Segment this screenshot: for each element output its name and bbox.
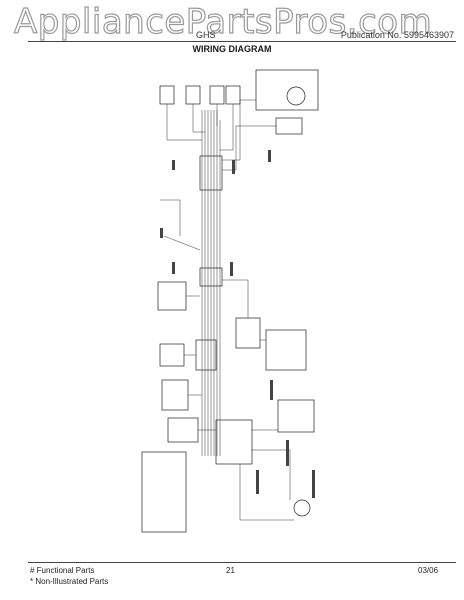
component-box: [167, 417, 199, 443]
wire: [160, 199, 181, 236]
component-box: [161, 379, 189, 411]
legend-table: [141, 451, 187, 533]
date-code: 03/06: [418, 566, 439, 575]
publication-number: 5995463907: [403, 30, 454, 40]
component-box: [277, 399, 315, 433]
publication-line: Publication No. 5995463907: [341, 30, 454, 40]
component-box: [235, 317, 261, 349]
component-box: [275, 117, 303, 135]
label-mark: [230, 262, 233, 276]
fan-symbol: [293, 499, 311, 517]
header-rule: [28, 41, 456, 42]
wire: [222, 279, 249, 318]
label-mark: [172, 160, 175, 170]
harness-connector: [215, 419, 253, 465]
wire: [220, 104, 234, 151]
label-mark: [312, 470, 315, 498]
label-mark: [256, 470, 259, 494]
wire: [252, 449, 291, 500]
footnote-functional: # Functional Parts: [30, 566, 95, 575]
label-mark: [232, 160, 235, 174]
label-mark: [268, 150, 271, 162]
control-module: [255, 69, 319, 111]
wire: [239, 464, 294, 521]
connector-block: [225, 85, 241, 105]
label-mark: [270, 380, 273, 400]
wire: [222, 125, 276, 171]
harness-connector: [195, 339, 217, 371]
component-box: [265, 329, 307, 371]
footnote-non-illustrated: * Non-Illustrated Parts: [30, 577, 109, 586]
connector-block: [159, 85, 175, 105]
component-box: [157, 281, 187, 311]
label-mark: [286, 440, 289, 466]
wire: [166, 104, 202, 141]
connector-block: [185, 85, 201, 105]
watermark-logo: AppliancePartsPros.com: [13, 1, 433, 42]
model-number: GHS: [196, 30, 216, 40]
publication-label: Publication No.: [340, 30, 402, 40]
component-box: [159, 343, 185, 367]
wire: [222, 99, 256, 161]
motor-symbol: [286, 86, 306, 106]
wire: [192, 104, 205, 133]
label-mark: [172, 262, 175, 274]
page-number: 21: [226, 566, 235, 575]
connector-block: [209, 85, 225, 105]
label-mark: [160, 228, 163, 238]
wire: [163, 235, 201, 251]
footer-rule: [28, 562, 456, 563]
page-title: WIRING DIAGRAM: [192, 44, 272, 54]
